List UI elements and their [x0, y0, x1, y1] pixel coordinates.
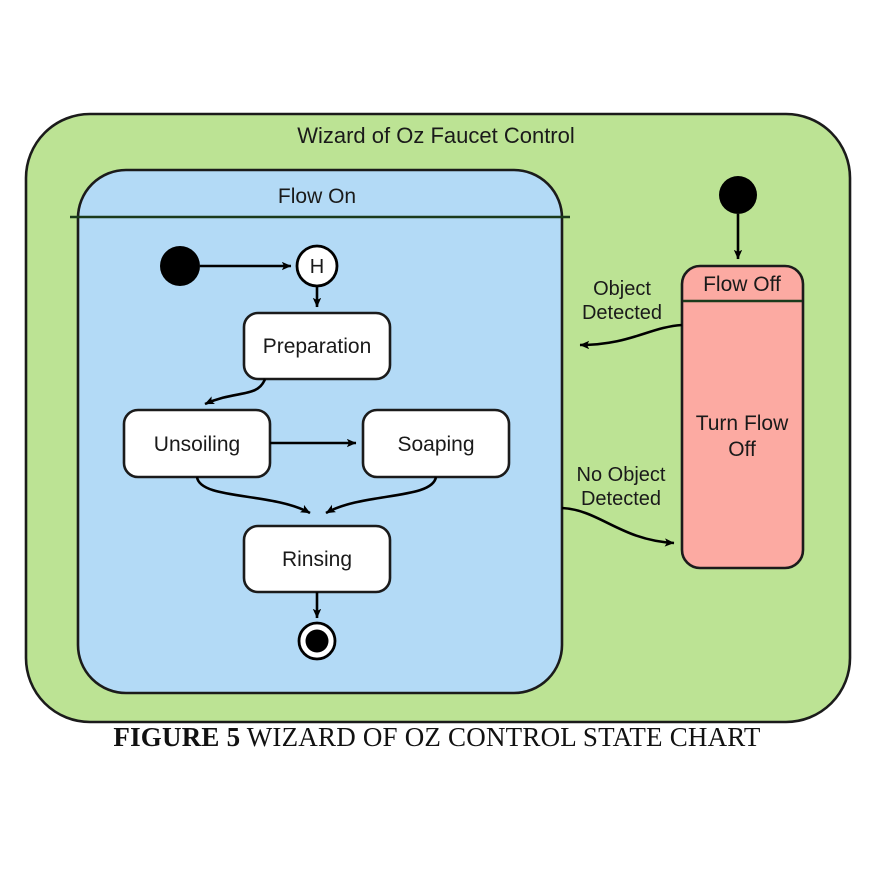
initial-node-flow-off[interactable] — [719, 176, 757, 214]
figure-caption-text: WIZARD OF OZ CONTROL STATE CHART — [240, 722, 761, 752]
state-soaping-label: Soaping — [397, 433, 474, 456]
transition-preparation-to-unsoiling — [204, 378, 267, 406]
figure-caption: FIGURE 5 WIZARD OF OZ CONTROL STATE CHAR… — [0, 722, 874, 753]
state-flow-off[interactable] — [680, 264, 805, 570]
transition-flow-on-to-flow-off — [561, 506, 675, 547]
state-rinsing-label: Rinsing — [282, 548, 352, 571]
state-flow-off-title: Flow Off — [703, 273, 781, 296]
region-flow-on[interactable] — [76, 168, 564, 695]
transition-no-object-detected-label-line2: Detected — [581, 488, 661, 510]
state-preparation-label: Preparation — [263, 335, 372, 358]
transition-object-detected-label-line1: Object — [593, 278, 651, 300]
state-flow-off-activity-line2: Off — [728, 438, 756, 461]
state-preparation[interactable] — [242, 311, 392, 381]
state-flow-off-activity-line1: Turn Flow — [696, 412, 789, 435]
transition-soaping-to-rinsing — [325, 476, 438, 515]
outer-state-title: Wizard of Oz Faucet Control — [297, 123, 575, 148]
transition-object-detected-label-line2: Detected — [582, 302, 662, 324]
initial-node-flow-on[interactable] — [160, 246, 200, 286]
transition-unsoiling-to-rinsing — [195, 476, 311, 515]
transition-flow-off-to-flow-on — [579, 323, 683, 350]
state-unsoiling-label: Unsoiling — [154, 433, 240, 456]
final-state-inner-dot — [305, 629, 329, 653]
history-label: H — [310, 256, 324, 278]
figure-caption-number: FIGURE 5 — [113, 722, 241, 752]
transition-no-object-detected-label-line1: No Object — [577, 464, 666, 486]
region-flow-on-title: Flow On — [278, 185, 356, 208]
